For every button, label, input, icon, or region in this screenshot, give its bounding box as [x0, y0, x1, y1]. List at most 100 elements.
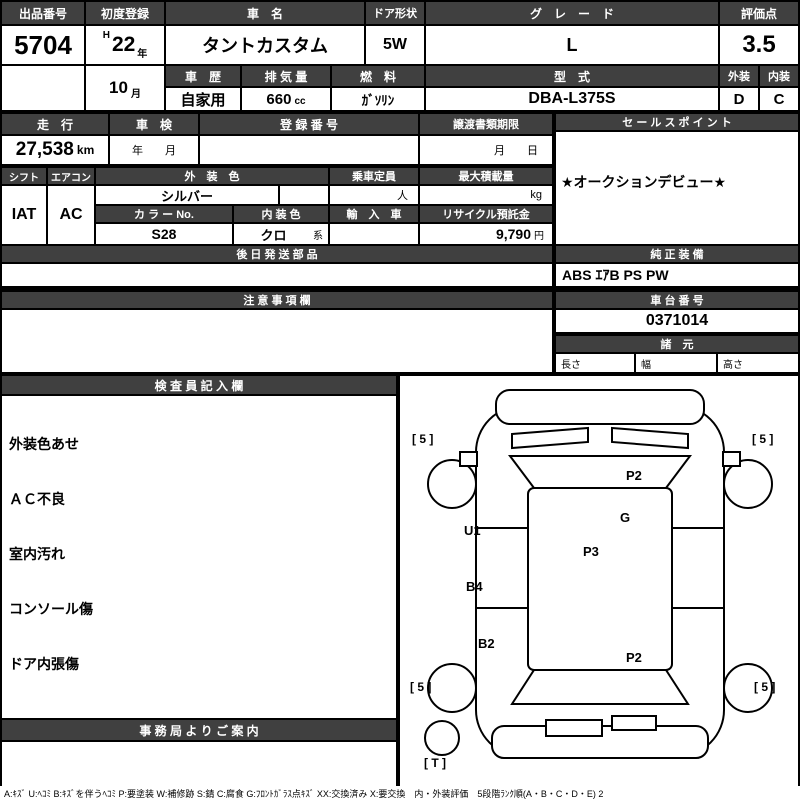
length-label: 長さ	[561, 359, 581, 371]
interior-color-name: クロ	[260, 227, 287, 243]
mileage-unit: km	[76, 143, 95, 157]
aircon-header: エアコン	[48, 168, 94, 184]
damage-mark-g: G	[620, 510, 631, 525]
capacity-header: 乗車定員	[330, 168, 418, 184]
car-name-value: タントカスタム	[166, 26, 364, 64]
headlight-right	[611, 426, 689, 450]
rear-window	[510, 669, 690, 705]
shaken-value: 年 月	[110, 136, 198, 164]
damage-mark-p2-rear: P2	[626, 650, 642, 665]
width-label: 幅	[641, 359, 651, 371]
capacity-value: 人	[330, 186, 418, 204]
damage-mark-b4: B4	[466, 579, 483, 594]
dimensions-header: 諸 元	[556, 336, 798, 352]
exterior-color-header: 外 装 色	[96, 168, 328, 184]
chassis-no-value: 0371014	[556, 310, 798, 332]
reg-month: 10	[109, 78, 128, 97]
reg-number-value	[200, 136, 418, 164]
sales-point-header: セ ー ル ス ポ イ ン ト	[556, 114, 798, 130]
later-parts-header: 後 日 発 送 部 品	[2, 246, 552, 262]
recycle-header: リサイクル預託金	[420, 206, 552, 222]
door-shape-value: 5W	[366, 26, 424, 64]
rear-detail-right	[611, 715, 657, 731]
payload-value: kg	[420, 186, 552, 204]
chassis-no-header: 車 台 番 号	[556, 292, 798, 308]
grade-header: グ レ ー ド	[426, 2, 718, 24]
office-box	[2, 742, 396, 786]
caution-header: 注 意 事 項 欄	[2, 292, 552, 308]
reg-number-header: 登 録 番 号	[200, 114, 418, 134]
exterior-color-extra-cell	[280, 186, 328, 204]
damage-mark-p3: P3	[583, 544, 599, 559]
mileage-number: 27,538	[15, 139, 74, 160]
wheel-front-right	[723, 459, 773, 509]
damage-mark-p2-front: P2	[626, 468, 642, 483]
mirror-left	[459, 451, 478, 467]
legend-bar: A:ｷｽﾞ U:ﾍｺﾐ B:ｷｽﾞを伴うﾍｺﾐ P:要塗装 W:補修跡 S:錆 …	[0, 786, 800, 800]
first-reg-header: 初度登録	[86, 2, 164, 24]
model-value: DBA-L375S	[426, 88, 718, 110]
tire-tread-front-right: [ 5 ]	[752, 432, 774, 446]
first-reg-month-cell: 10 月	[86, 66, 164, 110]
fuel-header: 燃 料	[332, 66, 424, 86]
displacement-value: 660 cc	[242, 88, 330, 110]
later-parts-box	[2, 264, 552, 286]
windshield	[508, 455, 692, 489]
history-header: 車 歴	[166, 66, 240, 86]
equipment-value: ABS ｴｱB PS PW	[556, 264, 798, 286]
first-reg-year-cell: H 22 年	[86, 26, 164, 64]
color-no-value: S28	[96, 224, 232, 244]
height-cell: 高さ	[718, 354, 798, 372]
recycle-amount: 9,790	[495, 226, 531, 242]
transfer-deadline-value: 月 日	[420, 136, 552, 164]
color-no-header: カ ラ ー No.	[96, 206, 232, 222]
interior-color-suffix: 系	[313, 230, 323, 242]
score-value: 3.5	[720, 26, 798, 64]
height-label: 高さ	[723, 359, 743, 371]
payload-header: 最大積載量	[420, 168, 552, 184]
length-cell: 長さ	[556, 354, 634, 372]
damage-mark-b2: B2	[478, 636, 495, 651]
headlight-left	[511, 426, 589, 450]
history-value: 自家用	[166, 88, 240, 110]
door-shape-header: ドア形状	[366, 2, 424, 24]
sales-point-box: ★オークションデビュー★	[556, 132, 798, 244]
office-header: 事 務 局 よ り ご 案 内	[2, 720, 396, 740]
car-top-view	[424, 389, 773, 759]
inspector-header: 検 査 員 記 入 欄	[2, 376, 396, 394]
inspector-note-5: ドア内張傷	[9, 656, 79, 672]
year-unit: 年	[137, 49, 148, 60]
auction-no-header: 出品番号	[2, 2, 84, 24]
front-bumper	[495, 389, 705, 425]
auction-no-empty-cell	[2, 66, 84, 110]
inspector-notes-box: 外装色あせ ＡＣ不良 室内汚れ コンソール傷 ドア内張傷	[2, 396, 396, 718]
model-header: 型 式	[426, 66, 718, 86]
car-diagram-box: [ 5 ] [ 5 ] [ 5 ] [ 5 ] P2 U1 G P3 B4 B2…	[400, 376, 798, 786]
roof-panel	[527, 487, 673, 671]
recycle-value: 9,790 円	[420, 224, 552, 244]
damage-mark-u1: U1	[464, 523, 481, 538]
mileage-value: 27,538 km	[2, 136, 108, 164]
score-header: 評価点	[720, 2, 798, 24]
grade-value: L	[426, 26, 718, 64]
wheel-front-left	[427, 459, 477, 509]
caution-box	[2, 310, 552, 372]
mirror-right	[722, 451, 741, 467]
inspector-note-2: ＡＣ不良	[9, 491, 65, 507]
auction-no-value: 5704	[2, 26, 84, 64]
month-unit: 月	[130, 89, 141, 100]
recycle-unit: 円	[534, 230, 544, 242]
wheel-rear-left	[427, 663, 477, 713]
sales-point-text: ★オークションデビュー★	[561, 174, 727, 190]
reg-year: 22	[111, 33, 136, 56]
rear-detail-left	[545, 719, 603, 737]
exterior-color-value: シルバー	[96, 186, 278, 204]
displacement-header: 排 気 量	[242, 66, 330, 86]
inspector-note-4: コンソール傷	[9, 601, 93, 617]
inspector-note-1: 外装色あせ	[9, 436, 79, 452]
displacement-number: 660	[266, 90, 292, 108]
interior-color-header: 内 装 色	[234, 206, 328, 222]
spare-tire-label: [ T ]	[424, 756, 446, 770]
width-cell: 幅	[636, 354, 716, 372]
displacement-unit: cc	[294, 96, 306, 107]
